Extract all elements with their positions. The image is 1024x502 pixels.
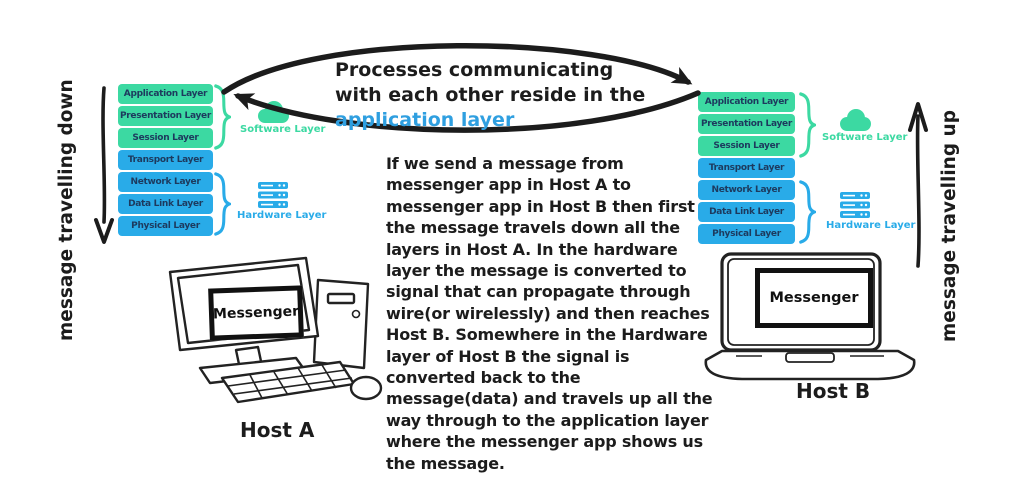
host-a-label: Host A [240,418,315,442]
layer-network-b: Network Layer [698,180,795,200]
layer-transport-b: Transport Layer [698,158,795,178]
application-layer-link-arrows [221,42,701,133]
message-up-label: message travelling up [939,110,960,342]
host-b-layer-stack: Application Layer Presentation Layer Ses… [698,92,795,244]
layer-session-a: Session Layer [118,128,213,148]
layer-presentation-a: Presentation Layer [118,106,213,126]
software-layer-label-a: Software Layer [240,124,326,135]
software-brace-a [214,84,231,150]
layer-application-b: Application Layer [698,92,795,112]
layer-presentation-b: Presentation Layer [698,114,795,134]
hardware-brace-a [214,172,231,236]
message-down-label: message travelling down [56,79,77,341]
layer-network-a: Network Layer [118,172,213,192]
layer-physical-b: Physical Layer [698,224,795,244]
host-a-illustration [168,256,383,404]
server-icon-a [258,182,288,208]
headline-text: Processes communicating with each other … [335,59,646,106]
mouse [349,375,383,401]
top-arc-arrow [221,42,693,95]
hardware-layer-label-b: Hardware Layer [826,220,916,231]
layer-datalink-a: Data Link Layer [118,194,213,214]
message-down-arrow [94,86,114,244]
host-a-screen-app: Messenger [208,285,304,341]
body-paragraph: If we send a message from messenger app … [386,154,713,473]
host-a-layer-stack: Application Layer Presentation Layer Ses… [118,84,213,236]
touchpad [785,352,835,363]
server-icon-b [840,192,870,218]
headline: Processes communicating with each other … [335,58,645,133]
laptop-base [704,349,916,381]
host-b-label: Host B [796,379,871,403]
cloud-icon-b [840,109,871,131]
bottom-arc-arrow [233,90,701,133]
hardware-layer-label-a: Hardware Layer [237,210,327,221]
software-brace-b [799,92,816,158]
message-up-arrow [908,102,928,268]
layer-application-a: Application Layer [118,84,213,104]
layer-session-b: Session Layer [698,136,795,156]
software-layer-label-b: Software Layer [822,132,908,143]
layer-physical-a: Physical Layer [118,216,213,236]
hardware-brace-b [799,180,816,244]
headline-highlight: application layer [335,109,515,131]
host-b-screen-app: Messenger [755,268,873,328]
layer-datalink-b: Data Link Layer [698,202,795,222]
layer-transport-a: Transport Layer [118,150,213,170]
